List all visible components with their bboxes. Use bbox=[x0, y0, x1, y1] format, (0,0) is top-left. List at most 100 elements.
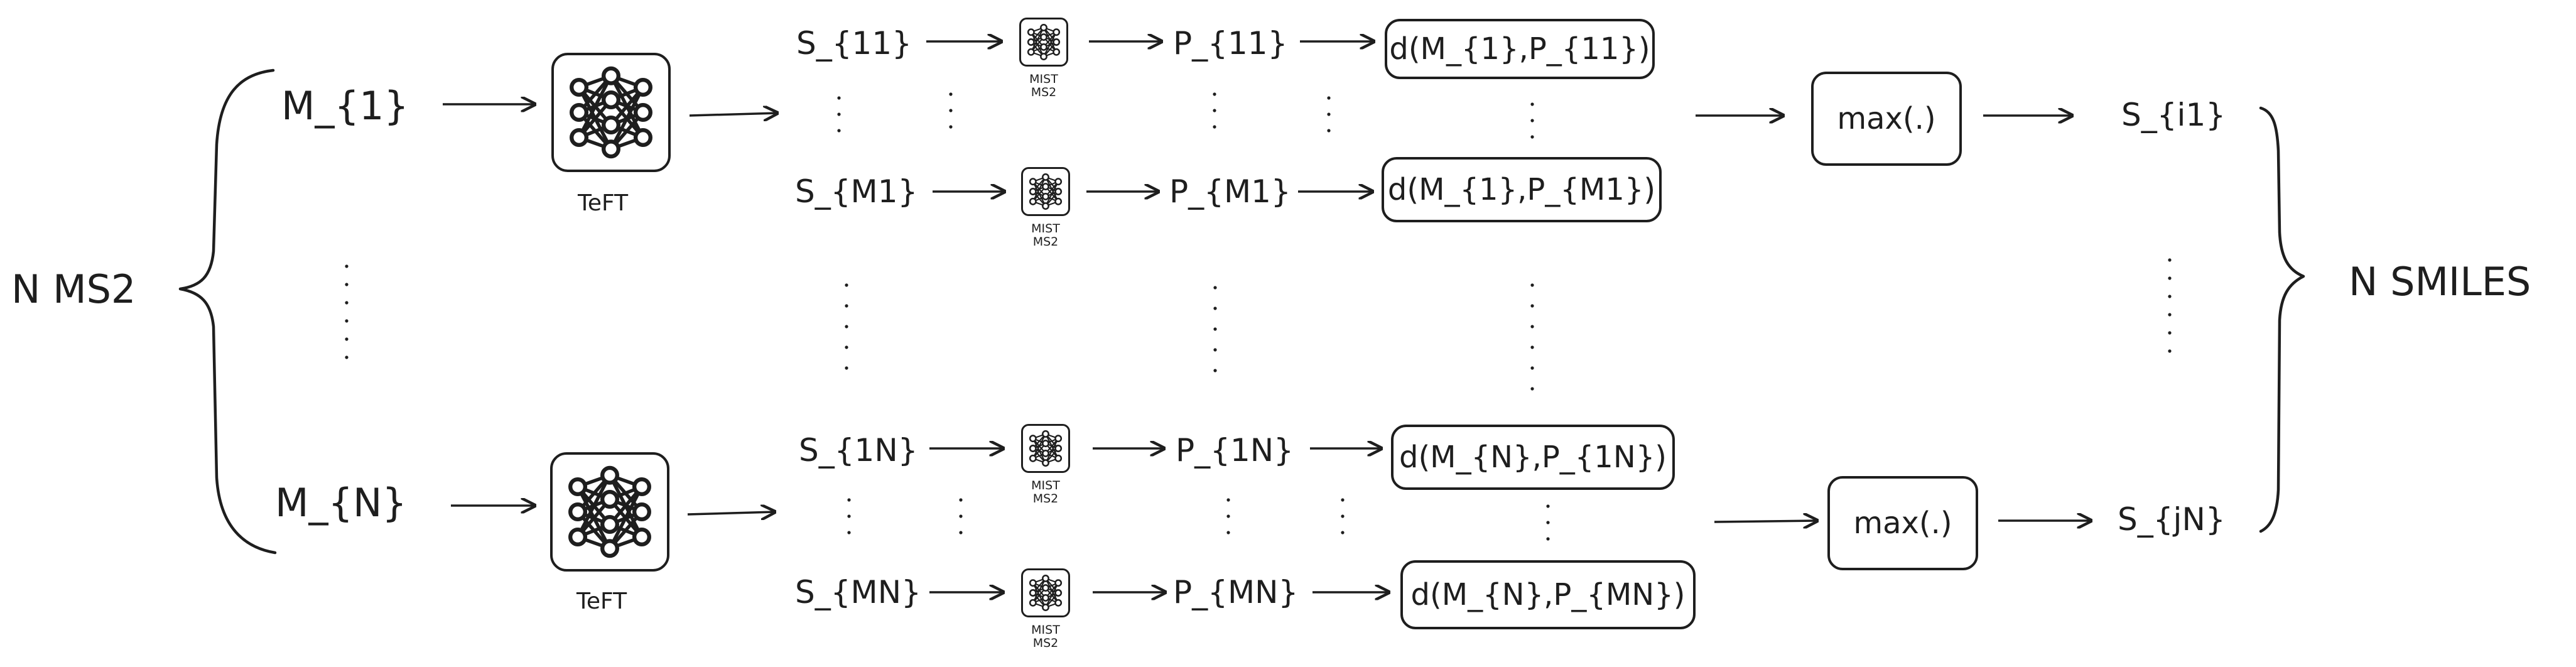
right-brace bbox=[2259, 106, 2305, 533]
nn-node bbox=[1029, 445, 1037, 452]
nn-edge bbox=[609, 86, 645, 150]
nn-node bbox=[1053, 48, 1061, 56]
candidate-sm1: S_{M1} bbox=[795, 173, 918, 210]
n-smiles-label: N SMILES bbox=[2349, 259, 2531, 305]
nn-node bbox=[568, 477, 588, 496]
arrow-teft-candidates-bottom bbox=[687, 512, 775, 514]
prediction-p11: P_{11} bbox=[1173, 25, 1288, 62]
distance-box-d11: d(M_{1},P_{11}) bbox=[1385, 19, 1655, 79]
ellipsis-dots bbox=[345, 92, 2172, 541]
nn-node bbox=[1029, 454, 1037, 462]
input-mn: M_{N} bbox=[275, 480, 407, 526]
neural-network-icon bbox=[1019, 18, 1068, 67]
nn-node bbox=[1029, 579, 1037, 587]
candidate-smn: S_{MN} bbox=[795, 574, 921, 610]
nn-node bbox=[600, 539, 620, 558]
nn-node bbox=[1027, 28, 1035, 36]
nn-node bbox=[570, 128, 589, 148]
nn-node bbox=[632, 477, 651, 496]
nn-node bbox=[1042, 584, 1049, 592]
nn-node bbox=[600, 515, 620, 534]
nn-node bbox=[1040, 53, 1047, 60]
nn-node bbox=[601, 66, 621, 85]
nn-node bbox=[570, 102, 589, 122]
nn-edge bbox=[1032, 578, 1046, 604]
nn-node bbox=[1042, 594, 1049, 602]
nn-node bbox=[1042, 459, 1049, 467]
nn-node bbox=[600, 465, 620, 485]
nn-node bbox=[601, 90, 621, 109]
nn-node bbox=[1053, 28, 1061, 36]
neural-network-icon bbox=[1021, 167, 1070, 216]
prediction-pmn: P_{MN} bbox=[1173, 574, 1299, 610]
nn-node bbox=[1040, 24, 1047, 31]
nn-node bbox=[1027, 38, 1035, 46]
nn-node bbox=[570, 77, 589, 97]
nn-node bbox=[1029, 435, 1037, 443]
nn-node bbox=[568, 502, 588, 522]
candidate-s11: S_{11} bbox=[796, 25, 912, 62]
arrow-teft-candidates-top bbox=[689, 113, 777, 116]
nn-node bbox=[1054, 188, 1063, 195]
nn-node bbox=[1027, 48, 1035, 56]
neural-network-icon bbox=[551, 53, 671, 172]
input-m1: M_{1} bbox=[281, 83, 409, 129]
prediction-p1n: P_{1N} bbox=[1176, 432, 1294, 469]
nn-node bbox=[1029, 188, 1037, 195]
nn-node bbox=[1042, 173, 1049, 181]
nn-node bbox=[1054, 579, 1063, 587]
nn-node bbox=[632, 528, 651, 547]
nn-node bbox=[1029, 589, 1037, 597]
nn-node bbox=[633, 128, 652, 148]
left-brace bbox=[178, 68, 277, 555]
nn-edge bbox=[576, 474, 612, 538]
nn-node bbox=[1054, 445, 1063, 452]
nn-node bbox=[1040, 43, 1047, 51]
nn-node bbox=[1042, 449, 1049, 457]
nn-edge bbox=[1032, 433, 1046, 459]
nn-node bbox=[1054, 589, 1063, 597]
neural-network-icon bbox=[1021, 568, 1070, 617]
nn-node bbox=[1029, 178, 1037, 186]
nn-node bbox=[1042, 183, 1049, 191]
nn-node bbox=[1054, 454, 1063, 462]
prediction-pm1: P_{M1} bbox=[1169, 173, 1291, 210]
nn-edge bbox=[577, 75, 613, 139]
nn-node bbox=[1029, 197, 1037, 205]
nn-node bbox=[1054, 599, 1063, 607]
nn-edge bbox=[1045, 582, 1059, 608]
nn-node bbox=[1053, 38, 1061, 46]
teft-label-bottom: TeFT bbox=[576, 588, 627, 614]
teft-label-top: TeFT bbox=[578, 190, 629, 216]
nn-node bbox=[600, 489, 620, 509]
nn-node bbox=[1054, 178, 1063, 186]
neural-network-icon bbox=[1021, 424, 1070, 473]
n-ms2-label: N MS2 bbox=[11, 266, 136, 312]
nn-edge bbox=[1043, 31, 1058, 57]
nn-node bbox=[1054, 197, 1063, 205]
neural-network-icon bbox=[550, 452, 669, 572]
max-box-bottom: max(.) bbox=[1827, 476, 1978, 570]
nn-node bbox=[1042, 604, 1049, 611]
nn-edge bbox=[1045, 438, 1059, 464]
nn-node bbox=[1042, 430, 1049, 438]
distance-box-d1n: d(M_{N},P_{1N}) bbox=[1391, 425, 1675, 490]
nn-node bbox=[1042, 575, 1049, 582]
nn-node bbox=[1042, 192, 1049, 200]
arrow-d-max-bottom bbox=[1714, 521, 1817, 522]
nn-node bbox=[633, 77, 652, 97]
nn-node bbox=[1040, 33, 1047, 41]
nn-node bbox=[1054, 435, 1063, 443]
candidate-s1n: S_{1N} bbox=[799, 432, 918, 469]
nn-node bbox=[1042, 440, 1049, 448]
nn-node bbox=[1029, 599, 1037, 607]
output-si1: S_{i1} bbox=[2121, 97, 2226, 133]
nn-node bbox=[568, 528, 588, 547]
nn-node bbox=[632, 502, 651, 522]
